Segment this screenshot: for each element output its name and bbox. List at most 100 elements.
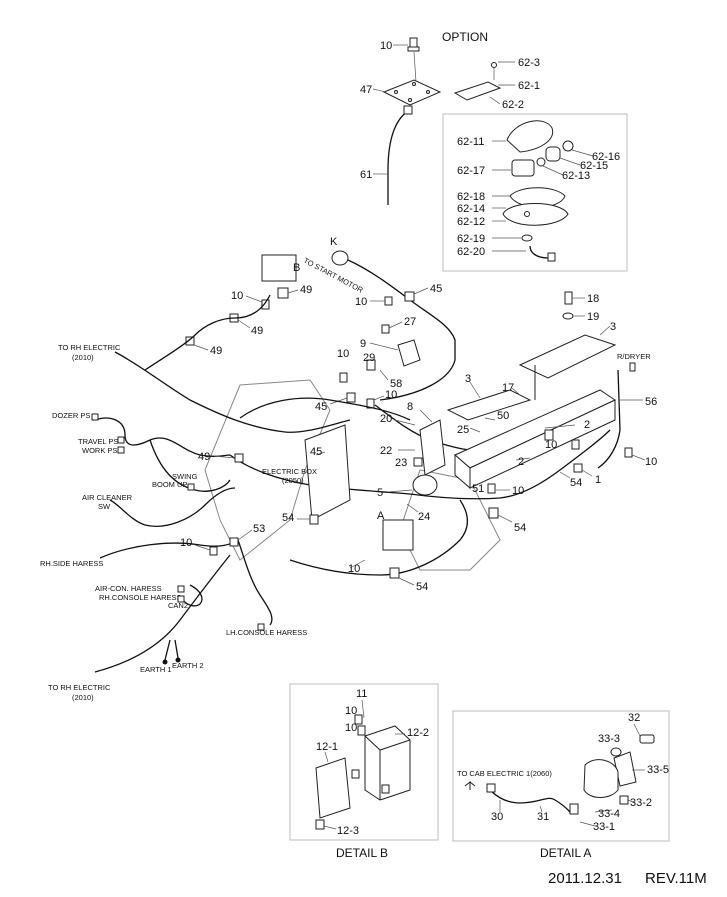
callout-25: 25: [457, 424, 469, 436]
bracket-9: [397, 339, 421, 367]
travel-ps-label: TRAVEL PS: [78, 437, 118, 446]
main-assembly: K TO START MOTOR B 49 10 49 49 45 10 27 …: [40, 236, 657, 702]
bolt-10-bat2: [571, 439, 580, 450]
lamp-socket: [545, 146, 561, 162]
callout-45-mid: 45: [315, 401, 327, 413]
callout-62-12: 62-12: [457, 216, 485, 228]
callout-12-3: 12-3: [337, 825, 359, 837]
callout-2-upper: 2: [584, 419, 590, 431]
callout-62-20: 62-20: [457, 246, 485, 258]
detail-b-bracket: [364, 725, 411, 801]
callout-62-18: 62-18: [457, 191, 485, 203]
detail-b-section: 11 10 10 12-2 12-1 12-3 DETAIL B: [289, 683, 439, 860]
battery-cover-plate: [518, 334, 617, 379]
footer-date: 2011.12.31: [548, 870, 622, 887]
to-rh-electric-top: TO RH ELECTRIC: [58, 343, 121, 352]
start-motor-wire: [347, 259, 456, 401]
harness-to-battery: [409, 429, 611, 500]
detail-a-cable: [489, 789, 571, 813]
callout-29: 29: [363, 352, 375, 364]
washer: [521, 234, 533, 242]
battery-1-front: [469, 399, 616, 489]
bolt-10-right: [624, 447, 633, 458]
callout-A: A: [377, 510, 385, 522]
arrow-up-icon: [464, 780, 476, 790]
callout-9: 9: [360, 338, 366, 350]
callout-47: 47: [360, 84, 372, 96]
boom-up-label: BOOM UP: [152, 480, 187, 489]
harness-lower-right: [289, 499, 469, 576]
box-b: [261, 254, 297, 282]
callout-62-17: 62-13: [562, 170, 590, 182]
callout-32: 32: [628, 712, 640, 724]
callout-62-1: 62-1: [518, 80, 540, 92]
callout-49-b: 49: [251, 325, 263, 337]
to-rh-electric-bottom: TO RH ELECTRIC: [48, 683, 111, 692]
callout-B: B: [293, 262, 300, 274]
callout-10: 10: [380, 40, 392, 52]
air-cleaner-sw-label: SW: [98, 502, 111, 511]
callout-17: 17: [502, 382, 514, 394]
callout-53: 53: [253, 523, 265, 535]
bolt-head: [407, 46, 420, 52]
main-harness-upper: [114, 351, 351, 433]
callout-20: 20: [380, 413, 392, 425]
rh-side-harness-label: RH.SIDE HARESS: [40, 559, 103, 568]
callout-45-box: 45: [310, 446, 322, 458]
callout-49-a: 49: [300, 284, 312, 296]
callout-58: 58: [390, 378, 402, 390]
callout-50: 50: [497, 410, 509, 422]
callout-62-19: 62-19: [457, 233, 485, 245]
relay-bracket: [419, 419, 446, 476]
callout-51: 51: [472, 483, 484, 495]
connector-33-4: [569, 803, 579, 815]
earth2-label: EARTH 2: [172, 661, 204, 670]
lamp-dome: [506, 120, 554, 153]
callout-5: 5: [377, 487, 383, 499]
washer-19: [562, 312, 574, 320]
callout-33-3: 33-3: [598, 733, 620, 745]
detail-b-caption: DETAIL B: [336, 846, 388, 860]
o-ring: [562, 140, 574, 152]
to-rh-electric-top-code: (2010): [72, 353, 94, 362]
callout-33-5: 33-5: [647, 764, 669, 776]
frame-outline-left: [204, 379, 331, 561]
callout-11: 11: [356, 688, 367, 700]
main-harness-lower: [94, 554, 231, 673]
callout-31: 31: [537, 811, 549, 823]
lh-console-wire: [237, 539, 273, 626]
callout-1: 54: [570, 477, 582, 489]
mount-plate: [382, 79, 442, 106]
detail-b-plate: [315, 757, 351, 819]
bolt-10-top: [261, 299, 270, 310]
detail-a-caption: DETAIL A: [540, 846, 591, 860]
r-dryer-label: R/DRYER: [617, 352, 651, 361]
swing-wire: [149, 439, 231, 492]
detail-a-switch-box: [583, 759, 619, 798]
callout-62-13: 62-17: [457, 165, 485, 177]
bolt-12-3: [315, 819, 325, 830]
callout-24: 24: [418, 511, 430, 523]
callout-62-3: 62-3: [518, 57, 540, 69]
callout-12-2: 12-2: [407, 727, 429, 739]
bolt-10-b: [339, 372, 348, 383]
r-dryer-wire: [597, 369, 621, 469]
to-cab-electric-label: TO CAB ELECTRIC 1(2060): [457, 769, 552, 778]
bolt-10-bat: [544, 429, 554, 441]
callout-10-51: 10: [512, 485, 524, 497]
callout-12-1: 12-1: [316, 741, 338, 753]
callout-56: 56: [645, 396, 657, 408]
clamp-49-d: [234, 453, 244, 463]
detail-a-section: 32 33-3 33-5 33-4 33-2 33-1 TO CAB ELECT…: [452, 710, 670, 860]
callout-62-15: 62-15: [580, 160, 608, 172]
callout-22: 22: [380, 445, 392, 457]
dozer-ps-label: DOZER PS: [52, 411, 90, 420]
washer-33-3: [610, 747, 622, 757]
connector-k: [331, 250, 349, 266]
option-detail-frame: [442, 113, 628, 272]
callout-33-1: 33-1: [593, 821, 615, 833]
callout-10-db-b: 10: [345, 722, 357, 734]
callout-54-d: 54: [416, 581, 428, 593]
box-a: [382, 519, 414, 551]
relay-23: [413, 457, 423, 467]
